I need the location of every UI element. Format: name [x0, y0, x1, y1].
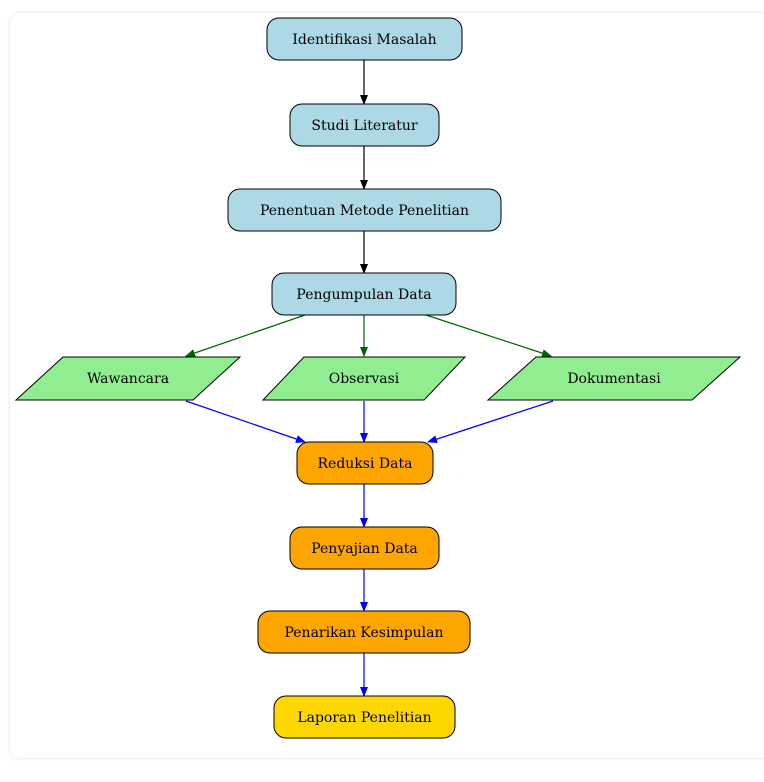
node-shape — [289, 526, 440, 570]
node-label: Wawancara — [87, 371, 169, 387]
node-shape — [271, 272, 457, 316]
node-wawancara: Wawancara — [14, 356, 242, 401]
node-shape — [261, 356, 467, 401]
node-label: Penarikan Kesimpulan — [284, 625, 443, 641]
node-penarikan-kesimpulan: Penarikan Kesimpulan — [257, 610, 471, 654]
node-penyajian-data: Penyajian Data — [289, 526, 440, 570]
node-pengumpulan-data: Pengumpulan Data — [271, 272, 457, 316]
node-reduksi-data: Reduksi Data — [296, 441, 434, 485]
node-shape — [257, 610, 471, 654]
edges — [185, 60, 554, 697]
node-label: Pengumpulan Data — [296, 287, 431, 303]
nodes: Identifikasi Masalah Studi Literatur Pen… — [14, 17, 742, 739]
edge-pengumpulan-to-dokumentasi — [425, 314, 552, 357]
edge-pengumpulan-to-wawancara — [185, 314, 306, 357]
node-shape — [227, 188, 502, 232]
node-label: Reduksi Data — [318, 456, 413, 472]
node-shape — [273, 695, 456, 739]
node-label: Laporan Penelitian — [297, 710, 431, 726]
node-studi-literatur: Studi Literatur — [289, 103, 440, 147]
node-shape — [296, 441, 434, 485]
node-identifikasi-masalah: Identifikasi Masalah — [266, 17, 463, 61]
edge-dokumentasi-to-reduksi — [427, 400, 554, 443]
node-observasi: Observasi — [261, 356, 467, 401]
node-penentuan-metode-penelitian: Penentuan Metode Penelitian — [227, 188, 502, 232]
node-shape — [486, 356, 742, 401]
edge-wawancara-to-reduksi — [185, 400, 306, 443]
node-laporan-penelitian: Laporan Penelitian — [273, 695, 456, 739]
node-shape — [14, 356, 242, 401]
node-label: Identifikasi Masalah — [292, 32, 436, 48]
node-label: Dokumentasi — [567, 371, 661, 387]
node-label: Penentuan Metode Penelitian — [260, 203, 469, 219]
node-shape — [289, 103, 440, 147]
node-label: Studi Literatur — [311, 118, 417, 134]
node-dokumentasi: Dokumentasi — [486, 356, 742, 401]
node-shape — [266, 17, 463, 61]
node-label: Observasi — [329, 371, 400, 387]
node-label: Penyajian Data — [311, 541, 418, 557]
